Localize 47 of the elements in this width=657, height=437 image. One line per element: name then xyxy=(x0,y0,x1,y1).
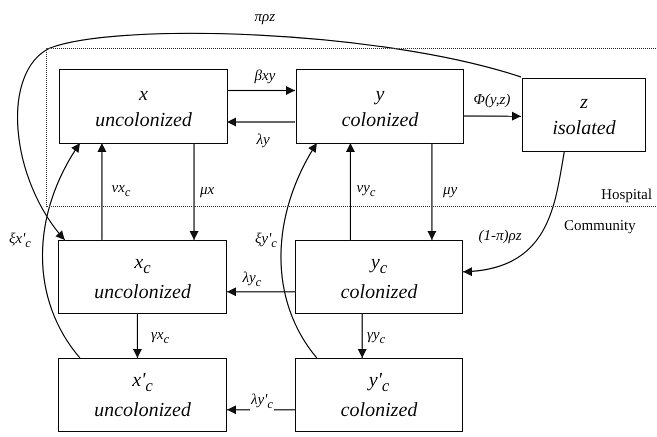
state-label: uncolonized xyxy=(94,398,191,423)
state-label: isolated xyxy=(552,116,616,141)
variable-label: y$_{c}$ xyxy=(370,250,388,279)
region-frame xyxy=(46,48,657,207)
compartment-box xyxy=(59,69,228,144)
arrow xyxy=(17,32,522,240)
arrow xyxy=(227,86,295,95)
arrow xyxy=(190,143,199,240)
compartment-box xyxy=(522,78,646,152)
region-label: Hospital xyxy=(601,187,652,204)
arrow xyxy=(280,142,318,358)
rate-label: λy xyxy=(256,132,271,148)
arrow xyxy=(227,118,295,126)
arrow xyxy=(463,112,521,121)
compartment-box xyxy=(295,358,463,432)
compartment-box xyxy=(296,69,464,144)
variable-label: y xyxy=(376,82,384,106)
rate-label: λy$_{c}$ xyxy=(242,270,262,290)
arrow xyxy=(97,143,106,240)
compartment-box xyxy=(58,240,227,314)
compartment-box xyxy=(295,240,463,314)
arrow xyxy=(227,405,295,414)
rate-label: Φ(y,z) xyxy=(472,92,512,108)
variable-label: x$_{c}$ xyxy=(134,250,151,279)
arrow xyxy=(346,143,355,240)
arrow xyxy=(42,142,80,358)
arrow xyxy=(132,314,142,358)
state-label: uncolonized xyxy=(94,280,191,305)
rate-label: ξx'$_{c}$ xyxy=(8,231,32,250)
arrow xyxy=(227,287,295,296)
variable-label: y'$_{c}$ xyxy=(368,368,390,397)
rate-label: λy'$_{c}$ xyxy=(250,392,274,412)
state-label: colonized xyxy=(340,280,418,305)
rate-label: ξy'$_{c}$ xyxy=(254,231,278,250)
state-label: uncolonized xyxy=(95,108,192,132)
rate-label: βxy xyxy=(254,68,276,84)
state-label: colonized xyxy=(342,108,418,132)
region-label: Community xyxy=(564,218,636,234)
state-label: colonized xyxy=(340,398,418,423)
compartment-box xyxy=(58,358,227,432)
variable-label: x'$_{c}$ xyxy=(132,368,153,397)
variable-label: x xyxy=(139,82,148,106)
arrow xyxy=(462,150,565,276)
arrow xyxy=(427,143,436,240)
variable-label: z xyxy=(580,90,588,115)
rate-label: (1-π)ρz xyxy=(478,228,523,244)
arrow xyxy=(358,314,367,358)
